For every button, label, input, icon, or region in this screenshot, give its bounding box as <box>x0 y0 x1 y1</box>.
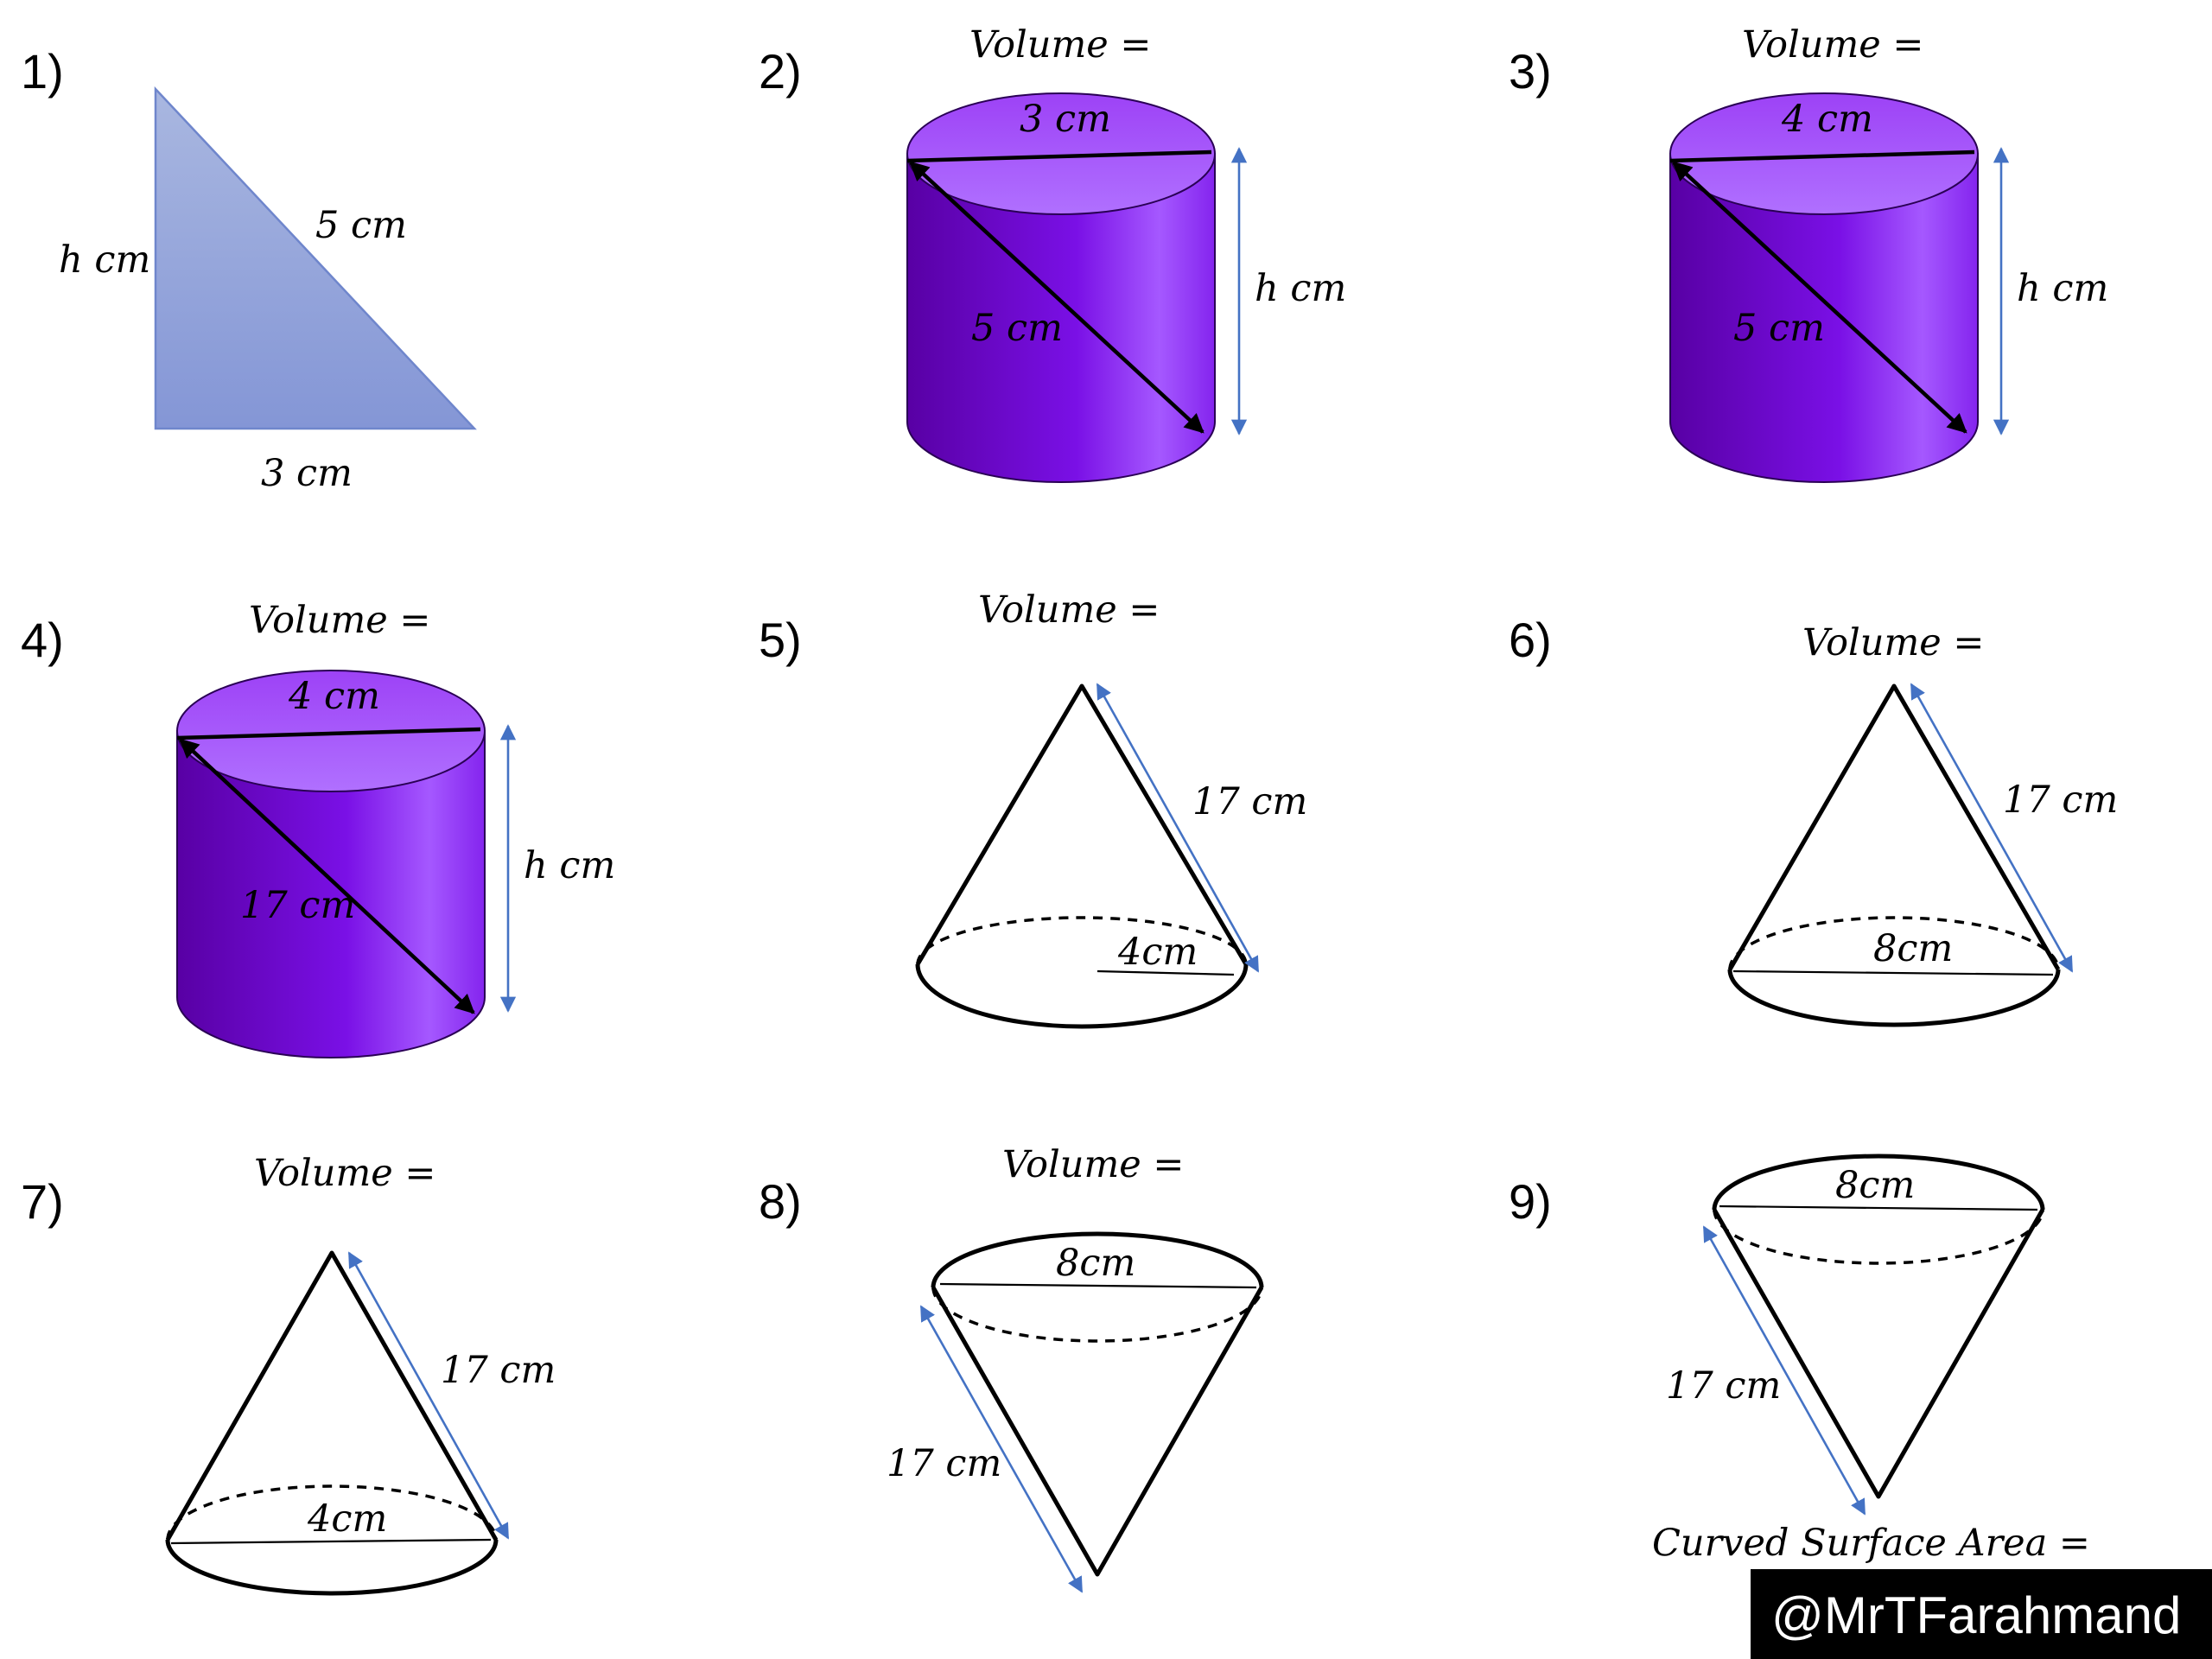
problem-8: 8) Volume = 17 cm 8cm <box>759 1143 1264 1593</box>
problem-number: 7) <box>21 1174 64 1229</box>
diameter-line <box>906 149 1212 163</box>
height-label: h cm <box>2017 267 2108 310</box>
cone-base-back <box>916 916 1248 965</box>
diameter-line <box>1719 1205 2038 1211</box>
height-label: h cm <box>524 844 615 887</box>
cone-sides <box>931 1286 1264 1577</box>
problem-number: 5) <box>759 613 802 667</box>
problem-number: 1) <box>21 44 64 99</box>
watermark: @MrTFarahmand <box>1751 1569 2212 1659</box>
cone-base-front <box>1712 1154 2045 1211</box>
problem-number: 3) <box>1509 44 1552 99</box>
slant-arrow <box>1910 683 2074 973</box>
diagonal-arrow <box>1672 161 1967 434</box>
height-label: h cm <box>1255 267 1346 310</box>
radius-label: 4cm <box>1117 931 1198 974</box>
problem-9: 9) 17 cm 8cm Curved Surface Area = <box>1509 1154 2090 1565</box>
cone-base-front <box>931 1231 1264 1288</box>
diameter-label: 8cm <box>1873 927 1953 970</box>
cone-base-front <box>915 963 1249 1029</box>
hypotenuse-label: 5 cm <box>315 204 407 247</box>
volume-question: Volume = <box>1002 1143 1184 1186</box>
slant-arrow <box>919 1305 1084 1593</box>
cone-sides <box>915 683 1249 966</box>
diagonal-label: 5 cm <box>1733 307 1825 350</box>
problem-number: 8) <box>759 1174 802 1229</box>
slant-arrow <box>1096 683 1260 973</box>
problem-6: 6) Volume = 17 cm 8cm <box>1509 613 2118 1027</box>
diameter-label: 4 cm <box>1781 98 1873 141</box>
slant-label: 17 cm <box>441 1349 556 1392</box>
slant-arrow <box>347 1251 510 1540</box>
diameter-line <box>176 727 481 741</box>
slant-label: 17 cm <box>2003 779 2118 822</box>
problem-7: 7) Volume = 17 cm 4cm <box>21 1152 556 1596</box>
cone-sides <box>1712 1208 2045 1499</box>
problem-2: 2) Volume = 3 cm 5 cm h cm <box>759 23 1346 483</box>
diameter-label: 4cm <box>307 1497 387 1541</box>
problem-number: 4) <box>21 613 64 667</box>
side-label: h cm <box>59 238 150 282</box>
volume-question: Volume = <box>254 1152 435 1195</box>
watermark-text: @MrTFarahmand <box>1771 1586 2181 1644</box>
cone-base-back <box>931 1287 1263 1343</box>
slant-label: 17 cm <box>1666 1364 1781 1408</box>
base-label: 3 cm <box>261 452 353 495</box>
diagonal-arrow <box>179 738 475 1014</box>
problem-number: 6) <box>1509 613 1552 667</box>
problem-number: 9) <box>1509 1174 1552 1229</box>
cone-base-front <box>165 1539 499 1596</box>
slant-label: 17 cm <box>1192 780 1307 823</box>
problem-5: 5) Volume = 17 cm 4cm <box>759 588 1307 1029</box>
volume-question: Volume = <box>1742 23 1923 67</box>
volume-question: Volume = <box>1802 621 1984 664</box>
diameter-line <box>1732 969 2054 976</box>
diameter-label: 3 cm <box>1020 98 1111 141</box>
csa-question: Curved Surface Area = <box>1652 1522 2090 1565</box>
diameter-line <box>170 1538 492 1545</box>
slant-label: 17 cm <box>887 1442 1001 1485</box>
volume-question: Volume = <box>249 599 430 642</box>
problem-1: 1) h cm 5 cm 3 cm <box>21 44 477 495</box>
problem-3: 3) Volume = 4 cm 5 cm h cm <box>1509 23 2108 483</box>
problem-number: 2) <box>759 44 802 99</box>
diagonal-label: 17 cm <box>240 884 355 927</box>
diameter-label: 8cm <box>1056 1242 1135 1285</box>
diagonal-label: 5 cm <box>971 307 1063 350</box>
diameter-line <box>1669 149 1975 163</box>
cone-base-back <box>1713 1209 2044 1265</box>
diameter-label: 8cm <box>1835 1164 1915 1207</box>
cone-base-front <box>1727 969 2061 1027</box>
diagonal-arrow <box>909 161 1205 434</box>
slant-arrow <box>1702 1225 1866 1516</box>
volume-question: Volume = <box>969 23 1151 67</box>
volume-question: Volume = <box>978 588 1160 632</box>
problem-4: 4) Volume = 4 cm 17 cm h cm <box>21 599 615 1058</box>
diameter-line <box>939 1282 1257 1289</box>
watermark-background <box>1751 1569 2212 1659</box>
diameter-label: 4 cm <box>288 675 380 718</box>
right-triangle <box>154 86 477 430</box>
